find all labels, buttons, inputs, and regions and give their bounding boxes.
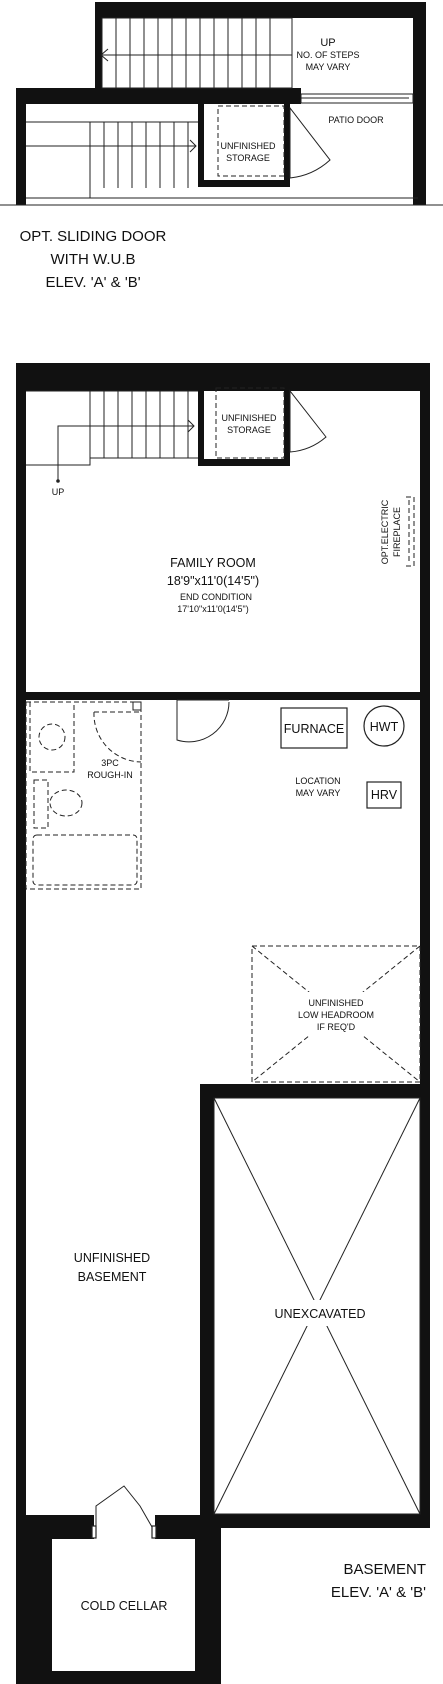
wall bbox=[16, 363, 430, 391]
low-headroom-label: IF REQ'D bbox=[317, 1022, 356, 1032]
storage-outline bbox=[217, 105, 285, 177]
unfinished-basement-label: UNFINISHED bbox=[74, 1251, 150, 1265]
fireplace-label: OPT.ELECTRIC bbox=[380, 499, 390, 564]
wall bbox=[198, 180, 288, 187]
wall bbox=[420, 363, 430, 1528]
patio-door-label: PATIO DOOR bbox=[328, 115, 384, 125]
cold-cellar-label: COLD CELLAR bbox=[81, 1599, 168, 1613]
sliding-door-detail: UP NO. OF STEPS MAY VARY PATIO DOOR UNFI… bbox=[0, 2, 443, 291]
wall bbox=[413, 2, 426, 205]
end-condition-label: END CONDITION bbox=[180, 592, 252, 602]
basement-plan: UP UNFINISHED STORAGE OPT.ELECTRIC FIREP… bbox=[16, 363, 430, 1684]
unfinished-basement-label: BASEMENT bbox=[78, 1270, 147, 1284]
cold-cellar: COLD CELLAR bbox=[16, 1485, 221, 1684]
door-swing bbox=[289, 389, 327, 453]
low-headroom-label: LOW HEADROOM bbox=[298, 1010, 374, 1020]
basement-caption: ELEV. 'A' & 'B' bbox=[331, 1584, 426, 1601]
wall bbox=[198, 104, 204, 186]
wall bbox=[198, 391, 204, 465]
up-label: UP bbox=[320, 37, 335, 49]
low-headroom-area: UNFINISHED LOW HEADROOM IF REQ'D bbox=[251, 945, 421, 1083]
storage-label: UNFINISHED bbox=[220, 141, 276, 151]
storage-label: UNFINISHED bbox=[221, 413, 277, 423]
storage-label: STORAGE bbox=[226, 153, 270, 163]
end-condition-size: 17'10"x11'0(14'5") bbox=[177, 604, 248, 614]
unexcavated-label: UNEXCAVATED bbox=[275, 1307, 366, 1321]
family-room-name: FAMILY ROOM bbox=[170, 556, 256, 570]
wall bbox=[95, 2, 413, 18]
hrv bbox=[366, 781, 402, 809]
upper-stair bbox=[100, 17, 293, 89]
wall bbox=[16, 88, 301, 104]
hwt-label: HWT bbox=[370, 720, 399, 734]
furnace bbox=[280, 707, 348, 749]
family-room-size: 18'9"x11'0(14'5") bbox=[167, 574, 259, 588]
basement-caption: BASEMENT bbox=[343, 1561, 426, 1578]
door-swing bbox=[176, 700, 230, 743]
steps-label: NO. OF STEPS bbox=[296, 50, 359, 60]
lower-stair bbox=[26, 121, 418, 199]
storage-label: STORAGE bbox=[227, 425, 271, 435]
furnace-label: FURNACE bbox=[284, 722, 344, 736]
wall bbox=[284, 380, 290, 466]
location-label: MAY VARY bbox=[296, 788, 341, 798]
location-label: LOCATION bbox=[295, 776, 340, 786]
wall bbox=[16, 363, 26, 1684]
basement-stair bbox=[26, 390, 198, 483]
detail-caption: ELEV. 'A' & 'B' bbox=[45, 274, 140, 291]
fireplace-label: FIREPLACE bbox=[392, 507, 402, 557]
wall bbox=[284, 104, 290, 187]
wall bbox=[95, 2, 102, 88]
low-headroom-label: UNFINISHED bbox=[308, 998, 364, 1008]
wall bbox=[16, 692, 423, 700]
rough-in-label: 3PC bbox=[101, 758, 119, 768]
hwt bbox=[363, 705, 405, 747]
wall bbox=[198, 459, 290, 466]
steps-label: MAY VARY bbox=[306, 62, 351, 72]
detail-caption: WITH W.U.B bbox=[51, 251, 136, 268]
unexcavated-area: UNEXCAVATED bbox=[200, 1084, 430, 1528]
wall bbox=[16, 88, 26, 205]
storage-outline bbox=[215, 387, 285, 459]
rough-in-bathroom: 3PC ROUGH-IN bbox=[25, 701, 142, 890]
opt-fireplace: OPT.ELECTRIC FIREPLACE bbox=[380, 496, 415, 567]
up-label: UP bbox=[52, 487, 65, 497]
door-swing bbox=[289, 106, 331, 179]
hrv-label: HRV bbox=[371, 788, 398, 802]
rough-in-label: ROUGH-IN bbox=[87, 770, 133, 780]
detail-caption: OPT. SLIDING DOOR bbox=[20, 228, 167, 245]
